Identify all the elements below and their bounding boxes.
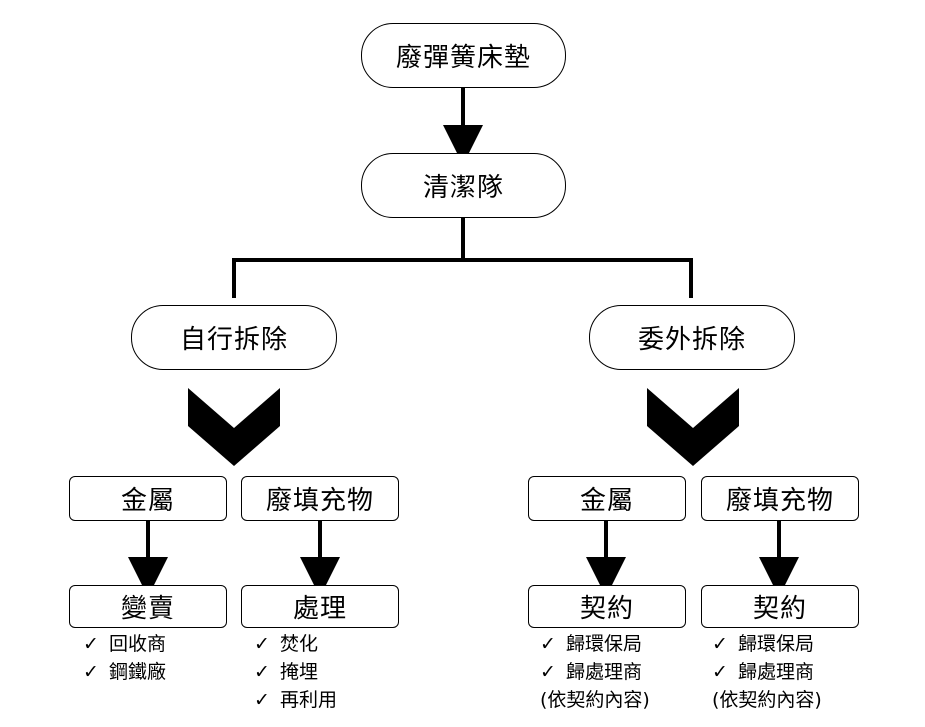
- note-item: ✓歸處理商: [712, 658, 822, 686]
- node-self-metal: 金屬: [69, 476, 227, 521]
- note-item: (依契約內容): [540, 689, 650, 711]
- note-item: ✓再利用: [254, 686, 337, 714]
- node-self-waste-result: 處理: [241, 585, 399, 628]
- chevron-down-icon: [647, 388, 739, 466]
- note-item: ✓歸環保局: [540, 630, 650, 658]
- check-icon: ✓: [712, 661, 728, 683]
- note-item: ✓焚化: [254, 630, 337, 658]
- check-icon: ✓: [540, 661, 556, 683]
- check-icon: ✓: [83, 633, 99, 655]
- node-collector: 清潔隊: [361, 153, 566, 218]
- branch-line: [232, 218, 465, 298]
- check-icon: ✓: [254, 689, 270, 711]
- notes-self-waste: ✓焚化 ✓掩埋 ✓再利用: [254, 630, 337, 714]
- node-out-metal-result: 契約: [528, 585, 686, 628]
- branch-line: [463, 258, 693, 298]
- notes-out-metal: ✓歸環保局 ✓歸處理商 (依契約內容): [540, 630, 650, 714]
- check-icon: ✓: [254, 633, 270, 655]
- check-icon: ✓: [83, 661, 99, 683]
- node-root: 廢彈簧床墊: [361, 23, 566, 88]
- node-out-metal: 金屬: [528, 476, 686, 521]
- node-self-waste: 廢填充物: [241, 476, 399, 521]
- check-icon: ✓: [254, 661, 270, 683]
- node-self-metal-result: 變賣: [69, 585, 227, 628]
- note-item: ✓鋼鐵廠: [83, 658, 166, 686]
- note-item: ✓回收商: [83, 630, 166, 658]
- node-self-removal: 自行拆除: [131, 305, 337, 370]
- check-icon: ✓: [540, 633, 556, 655]
- node-out-waste: 廢填充物: [701, 476, 859, 521]
- note-item: (依契約內容): [712, 689, 822, 711]
- node-out-waste-result: 契約: [701, 585, 859, 628]
- notes-out-waste: ✓歸環保局 ✓歸處理商 (依契約內容): [712, 630, 822, 714]
- chevron-down-icon: [188, 388, 280, 466]
- note-item: ✓掩埋: [254, 658, 337, 686]
- notes-self-metal: ✓回收商 ✓鋼鐵廠: [83, 630, 166, 686]
- note-item: ✓歸處理商: [540, 658, 650, 686]
- note-item: ✓歸環保局: [712, 630, 822, 658]
- check-icon: ✓: [712, 633, 728, 655]
- node-outsourced-removal: 委外拆除: [589, 305, 795, 370]
